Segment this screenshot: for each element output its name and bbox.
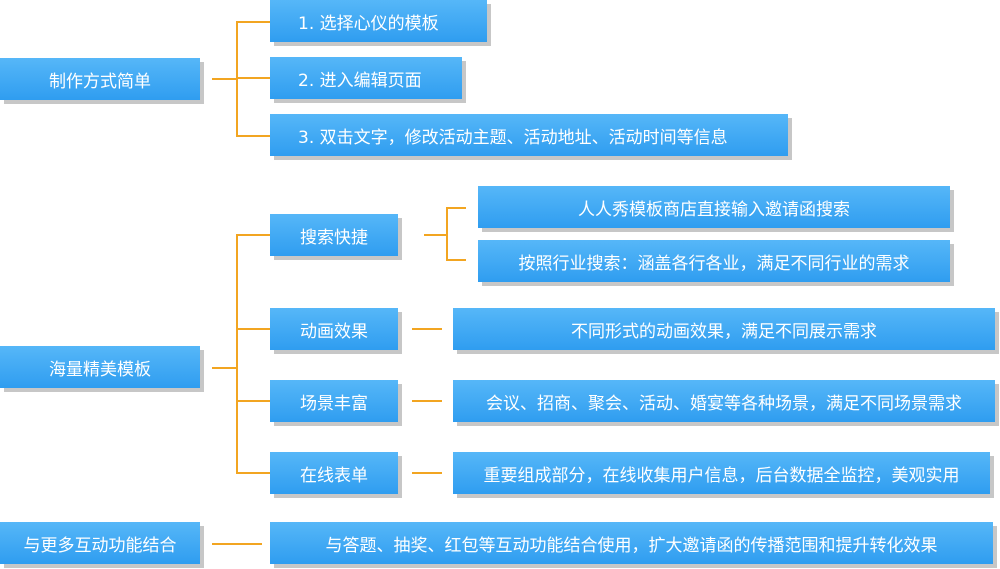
detail-industry-search: 按照行业搜索：涵盖各行各业，满足不同行业的需求 — [478, 240, 950, 282]
detail-interactive: 与答题、抽奖、红包等互动功能结合使用，扩大邀请函的传播范围和提升转化效果 — [270, 522, 993, 564]
step-select-template: 1. 选择心仪的模板 — [270, 0, 487, 42]
connector — [236, 234, 238, 474]
detail-animation: 不同形式的动画效果，满足不同展示需求 — [453, 308, 995, 350]
sub-node-rich-scenes: 场景丰富 — [270, 380, 398, 422]
detail-rich-scenes: 会议、招商、聚会、活动、婚宴等各种场景，满足不同场景需求 — [453, 380, 995, 422]
connector — [236, 472, 270, 474]
connector — [212, 367, 237, 369]
connector — [446, 207, 448, 261]
connector — [236, 400, 270, 402]
connector — [236, 21, 238, 137]
connector — [412, 472, 442, 474]
connector — [236, 135, 270, 137]
step-enter-editor: 2. 进入编辑页面 — [270, 57, 462, 99]
connector — [212, 543, 262, 545]
connector — [236, 21, 270, 23]
detail-template-store-search: 人人秀模板商店直接输入邀请函搜索 — [478, 186, 950, 228]
connector — [236, 77, 270, 79]
connector — [424, 234, 448, 236]
connector — [236, 234, 270, 236]
root-node-interactive: 与更多互动功能结合 — [0, 522, 200, 564]
root-node-templates: 海量精美模板 — [0, 346, 200, 388]
step-double-click-text: 3. 双击文字，修改活动主题、活动地址、活动时间等信息 — [270, 114, 788, 156]
connector — [212, 78, 237, 80]
sub-node-quick-search: 搜索快捷 — [270, 214, 398, 256]
sub-node-online-form: 在线表单 — [270, 452, 398, 494]
connector — [412, 328, 442, 330]
sub-node-animation: 动画效果 — [270, 308, 398, 350]
connector — [236, 328, 270, 330]
connector — [446, 207, 466, 209]
root-node-simple-creation: 制作方式简单 — [0, 58, 200, 100]
detail-online-form: 重要组成部分，在线收集用户信息，后台数据全监控，美观实用 — [453, 452, 990, 494]
connector — [446, 259, 466, 261]
connector — [412, 400, 442, 402]
